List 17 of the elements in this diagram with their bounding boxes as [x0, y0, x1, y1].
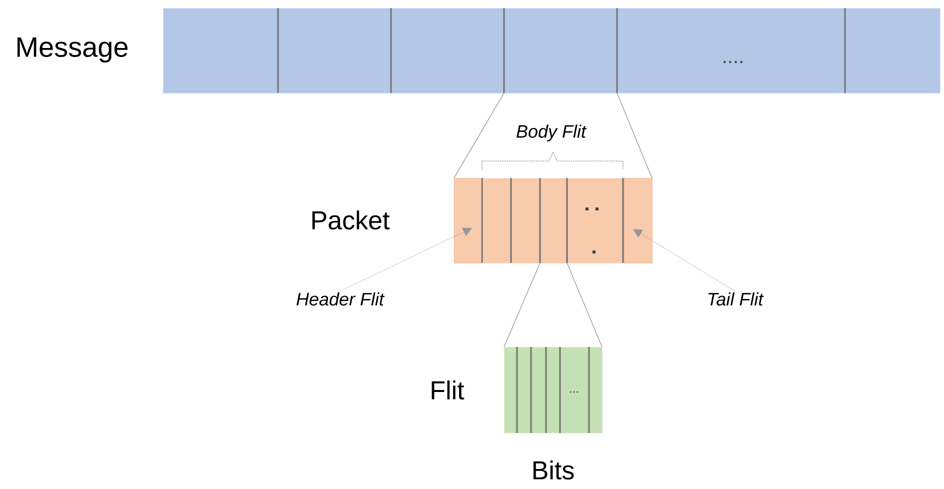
zoom-line [454, 92, 504, 178]
zoom-line [504, 262, 540, 348]
bar-label: Packet [312, 210, 390, 230]
zoom-line [616, 92, 652, 178]
text-label: Bits [533, 460, 574, 480]
leader-line [340, 228, 472, 292]
flit-label: Header Flit [296, 292, 385, 306]
message-bar: .... [163, 8, 940, 94]
flit-cell [624, 178, 652, 264]
flit-label: Tail Flit [708, 292, 764, 306]
flit-bar: ... [504, 346, 602, 434]
text-label: Body Flit [516, 124, 587, 142]
zoom-line [566, 262, 602, 348]
leader-line [633, 229, 736, 292]
flit-cell [454, 178, 482, 264]
bar-label: Flit [432, 380, 464, 400]
bar-label: Message [18, 37, 128, 63]
